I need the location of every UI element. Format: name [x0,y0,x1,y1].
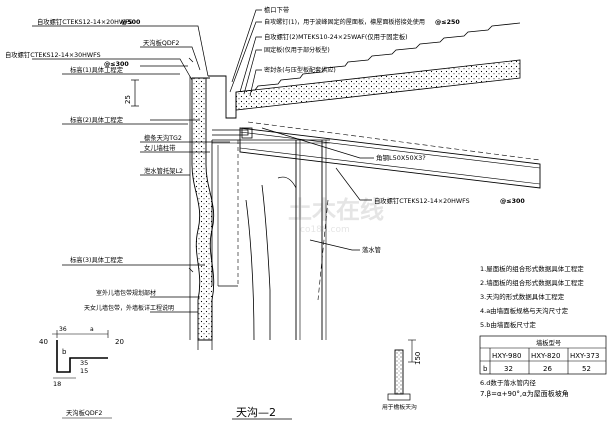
label-elev2: 标高(2)具体工程定 [70,115,124,124]
label-screw1-note: 自攻螺钉(1)，用于波峰固定的屋面板，檩屋面板搭接处使用 [264,18,425,26]
table-header-label: 墙板型号 [536,338,561,347]
label-screw2-note: 自攻螺钉(2)MTEKS10-24×25WAF(仅用于固定板) [264,32,408,41]
label-elev1: 标高(1)具体工程定 [70,65,124,74]
dim-40: 40 [39,338,48,346]
dim-b: b [62,348,67,356]
note-item: 7.β=α+90°,α为屋面板坡角 [480,389,569,398]
dim-20: 20 [115,338,124,346]
dim-18: 18 [53,380,61,388]
dim-15: 15 [80,367,88,375]
watermark-brand: 土木在线 [288,196,384,224]
note-item: 4.a由墙面板规格与天沟尺寸定 [480,306,569,315]
panel-spec-table: 墙板型号 HXY-980 HXY-820 HXY-373 b 32 26 52 [479,335,607,375]
drain-detail: 150 用于檐板天沟 [382,339,422,411]
table-row-label: b [483,365,488,373]
label-screw-left: 自攻螺钉CTEKS12-14×30HWFS [5,50,101,59]
label-screw-top-spacing: @500 [121,18,141,26]
label-screw-right-spacing: @≤300 [500,197,525,205]
label-drain-pipe: 落水管 [362,245,381,254]
label-ridge-seal: 固定板(仅用于部分板型) [264,46,330,54]
label-elev3: 标高(3)具体工程定 [70,255,124,264]
label-foam-seal: 密封条(与压型板配套供应) [264,66,336,74]
column-and-drain [245,140,329,341]
gutter-structure [208,75,330,287]
label-gutter-strip: 天沟板QDF2 [143,38,179,47]
note-item: 6.d数于落水管内径 [480,378,536,387]
note-item: 2.墙面板的组合形式数据具体工程定 [480,278,584,287]
label-parapet-post: 女儿墙柱带 [144,143,175,152]
table-model: HXY-373 [570,352,599,360]
dimension-marks [131,57,194,273]
table-model: HXY-820 [531,352,560,360]
table-value: 32 [504,365,513,373]
detail-title-block: 天沟—2 [232,406,292,420]
wall-panel [189,76,215,350]
label-dim-25: 25 [124,95,132,104]
section-label: 天沟板QDF2 [66,408,102,417]
note-item: 3.天沟的形式数据具体工程定 [480,292,565,301]
label-drain-bracket: 泄水管托架L2 [144,166,183,175]
notes-list: 1.屋面板的组合形式数据具体工程定 2.墙面板的组合形式数据具体工程定 3.天沟… [480,264,584,398]
label-eave-strip: 檐口下带 [264,5,289,14]
watermark: 土木在线 co188.com [288,196,384,235]
note-item: 1.屋面板的组合形式数据具体工程定 [480,264,584,273]
detail-title: 天沟—2 [236,406,276,419]
label-angle-steel: 角钢L50X50X3? [376,153,426,162]
leader-lines [32,9,374,313]
table-value: 52 [582,365,591,373]
note-item: 5.b由墙面板尺寸定 [480,320,536,329]
watermark-url: co188.com [300,225,350,235]
label-parapet-note: 天女儿墙包带，外墙板详工程说明 [84,304,174,312]
label-gutter-bracket: 檩条天沟TG2 [144,133,182,142]
gutter-strip-section: 36 a 40 b 20 35 15 18 天沟板QDF2 [39,326,124,419]
table-model: HXY-980 [492,352,521,360]
label-screw-right: 自攻螺钉CTEKS12-14×20HWFS [374,196,470,205]
dim-35: 35 [80,359,88,367]
small-note: 用于檐板天沟 [382,403,417,411]
label-screw-left-spacing: @≤300 [104,60,129,68]
dim-150: 150 [414,352,422,365]
dim-a: a [90,326,94,333]
dim-top-note: 36 [59,326,67,333]
label-screw1-spacing: @≤250 [435,18,460,26]
label-screw-top: 自攻螺钉CTEKS12-14×20HWFS [37,17,133,26]
table-value: 26 [543,365,552,373]
label-outer-parapet: 室外儿墙包带规划部材 [96,289,156,297]
purlin-beam [239,121,541,189]
